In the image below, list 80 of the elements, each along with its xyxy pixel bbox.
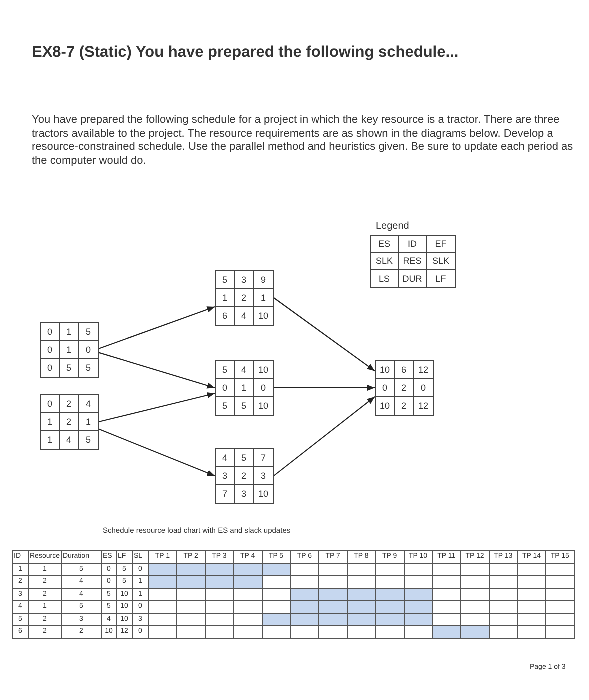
node-value: 1 [60,323,79,341]
key-field: RES [399,253,427,270]
node-value: 6 [395,361,414,379]
activity-node [215,448,274,504]
instructions-paragraph: You have prepared the following schedule for a project in which the key resource is a tractor. There are three tractors available to the project. The resource requirements are as shown in the diagrams below. Develop a resource-constrained schedule. Use the parallel method and heuristics given. Be sure to update each period as the computer would do. [32,114,574,168]
page-title: EX8-7 (Static) You have prepared the following schedule... [32,44,459,62]
node-value: 3 [216,467,235,485]
node-value: 0 [216,379,235,397]
key-field: ID [399,236,427,253]
activity-node [40,322,99,378]
key-field: SLK [371,253,399,270]
node-value: 0 [41,323,60,341]
node-value: 2 [235,289,254,307]
node-value: 0 [254,379,273,397]
node-value: 1 [216,289,235,307]
node-value: 5 [84,362,92,375]
node-value: 10 [376,397,395,415]
node-value: 5 [79,323,98,341]
node-value: 0 [41,359,60,377]
node-value: 7 [216,485,235,503]
key-field: DUR [399,270,427,287]
node-value: 2 [60,413,79,431]
legend-heading: Legend [376,221,410,232]
node-value: 6 [216,307,235,325]
node-value: 5 [235,397,254,415]
arrow [274,396,376,476]
node-value: 1 [60,341,79,359]
arrow [98,352,216,389]
node-value: 5 [60,359,79,377]
node-value: 10 [257,400,270,413]
node-value: 1 [235,379,254,397]
node-value: 0 [79,341,98,359]
node-value: 2 [235,467,254,485]
activity-node [215,270,274,326]
node-value: 5 [84,434,92,447]
node-value: 4 [235,361,254,379]
key-field: EF [427,236,455,253]
node-value: 10 [257,310,270,323]
activity-node [215,360,274,416]
node-value: 5 [235,449,254,467]
node-value: 10 [376,361,395,379]
node-value: 7 [254,449,273,467]
node-value: 1 [41,413,60,431]
activity-node [375,360,434,416]
node-value: 3 [254,467,273,485]
node-value: 4 [60,431,79,449]
node-value: 5 [216,361,235,379]
node-value: 1 [254,289,273,307]
node-value: 2 [60,395,79,413]
activity-node [40,394,99,450]
node-value: 2 [395,379,414,397]
key-field: LS [371,270,399,287]
node-value: 9 [254,271,273,289]
node-value: 4 [79,395,98,413]
arrow [98,392,216,423]
node-value: 4 [216,449,235,467]
node-value: 12 [414,361,433,379]
node-value: 3 [235,485,254,503]
node-value: 4 [235,307,254,325]
key-field: LF [427,270,455,287]
node-value: 5 [216,271,235,289]
node-value: 1 [41,431,60,449]
node-value: 3 [235,271,254,289]
node-value: 2 [395,397,414,415]
arrow [274,298,376,372]
node-value: 1 [79,413,98,431]
key-field: SLK [427,253,455,270]
node-value: 10 [257,488,270,501]
legend-key-box [370,235,456,288]
node-value: 0 [41,395,60,413]
node-value: 0 [41,341,60,359]
node-value: 12 [417,400,430,413]
key-field: ES [371,236,399,253]
node-value: 0 [376,379,395,397]
node-value: 5 [216,397,235,415]
arrow [98,306,216,350]
node-value: 10 [254,361,273,379]
node-value: 0 [414,379,433,397]
arrow [274,384,375,392]
arrow [98,428,216,477]
